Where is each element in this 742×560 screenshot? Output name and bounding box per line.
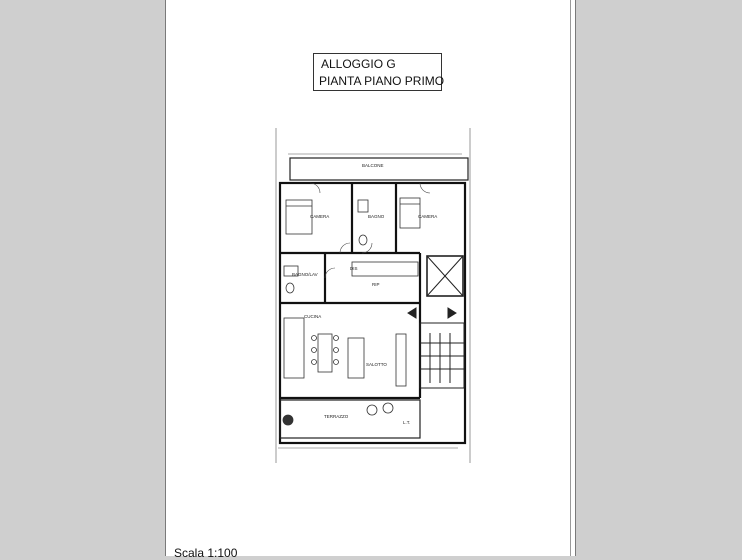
scale-label: Scala 1:100 xyxy=(174,546,238,560)
room-label-bagno: BAGNO xyxy=(368,214,385,219)
room-label-terrazzo: TERRAZZO xyxy=(324,414,349,419)
stair-core xyxy=(407,255,465,389)
room-label-cucina: CUCINA xyxy=(304,314,321,319)
floor-plan: BALCONE xyxy=(275,128,471,463)
room-label-lt: L.T. xyxy=(403,420,410,425)
balcony-outline xyxy=(289,157,469,181)
room-label-camera-right: CAMERA xyxy=(418,214,437,219)
title-apartment: ALLOGGIO G xyxy=(321,57,396,71)
sheet-border-line xyxy=(570,0,571,556)
room-label-balcone: BALCONE xyxy=(362,163,384,168)
dimension-lines xyxy=(275,128,471,463)
room-label-dis: DIS xyxy=(350,266,358,271)
furniture xyxy=(282,197,421,426)
title-floor-plan: PIANTA PIANO PRIMO xyxy=(319,74,445,88)
room-label-bagno-lav: BAGNO/LAV xyxy=(292,272,318,277)
door-swings xyxy=(309,182,431,279)
room-label-rip: RIP xyxy=(372,282,380,287)
title-block: ALLOGGIO G PIANTA PIANO PRIMO xyxy=(313,53,445,91)
drawing-sheet xyxy=(165,0,576,556)
room-label-salotto: SALOTTO xyxy=(366,362,387,367)
terrace-outline xyxy=(279,399,421,439)
walls xyxy=(278,181,467,445)
room-label-camera-left: CAMERA xyxy=(310,214,329,219)
